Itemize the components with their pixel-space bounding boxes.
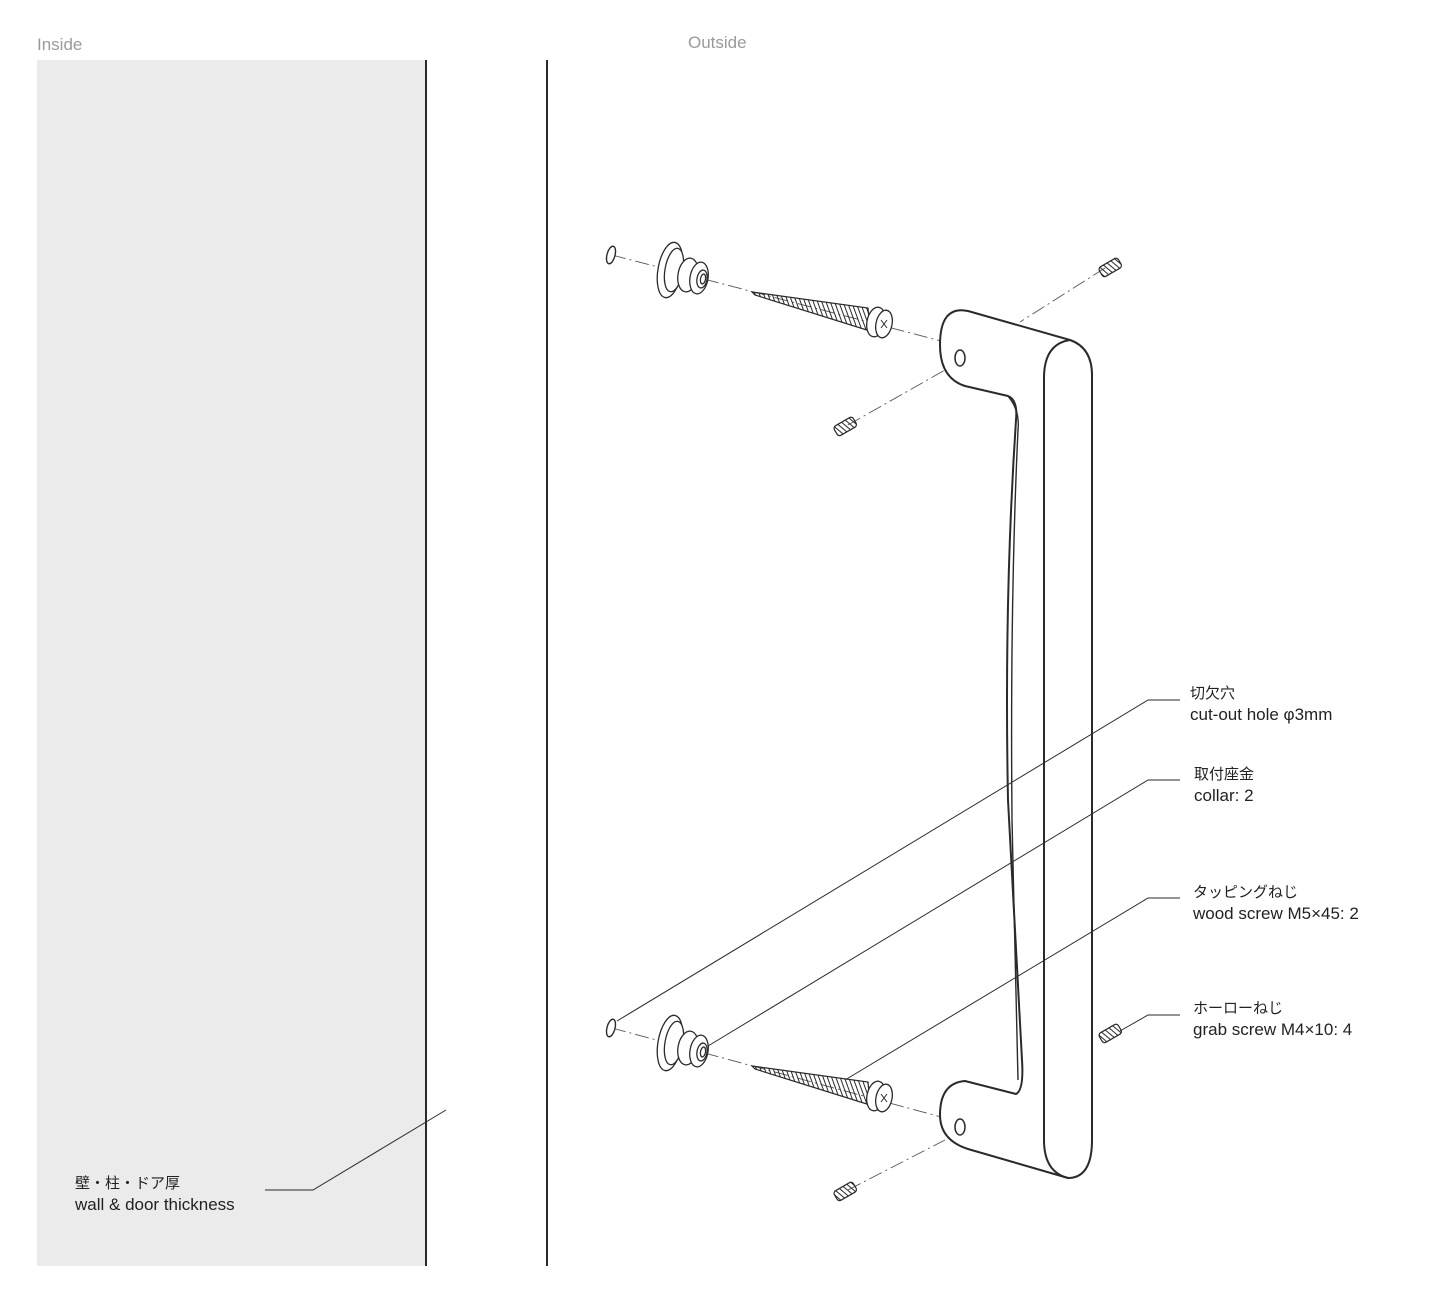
cutout-hole-jp: 切欠穴 (1190, 685, 1236, 702)
wall-thickness-jp: 壁・柱・ドア厚 (75, 1175, 181, 1192)
collar-en: collar: 2 (1194, 786, 1254, 805)
wall-thickness-en: wall & door thickness (75, 1195, 235, 1214)
door-handle (939, 309, 1094, 1179)
cutout-hole-en: cut-out hole φ3mm (1190, 705, 1333, 724)
wood-screw-bottom (750, 1065, 893, 1113)
collar-bottom (656, 1014, 709, 1072)
grab-screw-bottom-right (1098, 1023, 1123, 1044)
grab-screw-label: ホーローねじ grab screw M4×10: 4 (1193, 998, 1352, 1040)
collar-jp: 取付座金 (1194, 766, 1255, 783)
grab-axis-mid (847, 369, 946, 426)
wall-thickness-label: 壁・柱・ドア厚 wall & door thickness (75, 1173, 235, 1215)
grab-axis-bottom (847, 1139, 946, 1191)
wood-screw-top (750, 291, 893, 339)
wood-screw-label: タッピングねじ wood screw M5×45: 2 (1193, 882, 1359, 924)
wall-leader (265, 1109, 447, 1191)
collar-label: 取付座金 collar: 2 (1194, 764, 1254, 806)
outside-label: Outside (688, 33, 747, 52)
grab-screw-top-right (1098, 257, 1123, 278)
cutout-hole-label: 切欠穴 cut-out hole φ3mm (1190, 683, 1332, 725)
cutout-hole-bottom (605, 1018, 617, 1038)
collar-leader (707, 779, 1180, 1047)
wood-screw-jp: タッピングねじ (1193, 884, 1299, 901)
grab-screw-top-left (833, 416, 858, 437)
wood-screw-leader (844, 897, 1180, 1081)
wood-screw-en: wood screw M5×45: 2 (1193, 904, 1359, 923)
grab-screw-bottom-left (833, 1181, 858, 1202)
cutout-hole-top (605, 245, 617, 265)
cutout-leader (616, 699, 1180, 1022)
inside-label: Inside (37, 35, 83, 54)
collar-top (656, 241, 709, 299)
wall-area (37, 60, 426, 1266)
grab-axis-top (1019, 267, 1106, 323)
grab-screw-leader (1119, 1014, 1180, 1032)
grab-screw-en: grab screw M4×10: 4 (1193, 1020, 1353, 1039)
grab-screw-jp: ホーローねじ (1193, 1000, 1284, 1017)
